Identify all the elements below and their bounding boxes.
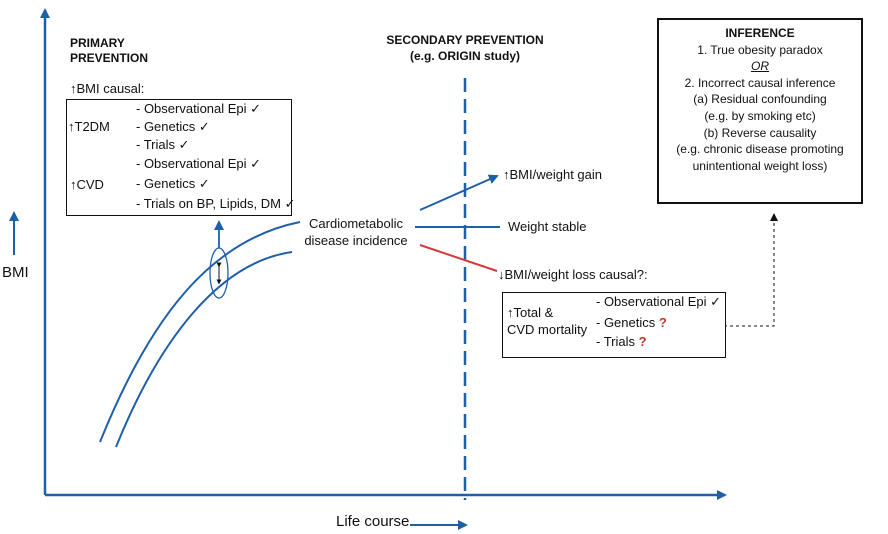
secondary-title: SECONDARY PREVENTION xyxy=(386,33,544,47)
cvd-evidence-trials: - Trials on BP, Lipids, DM ✓ xyxy=(136,196,296,211)
t2dm-evidence-trials: - Trials ✓ xyxy=(136,137,190,152)
inference-line-2: 2. Incorrect causal inference xyxy=(684,75,836,90)
causal-evidence-box xyxy=(66,99,292,216)
cvd-evidence-genetics: - Genetics ✓ xyxy=(136,176,210,191)
cardio-label-line1: Cardiometabolic xyxy=(309,216,403,231)
mortality-evidence-trials-text: - Trials xyxy=(596,334,639,349)
inference-line-3: (a) Residual confounding xyxy=(693,92,827,107)
mortality-label-line1: ↑Total & xyxy=(507,305,554,320)
inference-line-6: (e.g. chronic disease promoting xyxy=(676,142,844,157)
weight-stable-label: Weight stable xyxy=(508,219,587,234)
inference-line-5: (b) Reverse causality xyxy=(703,125,817,140)
bmi-causal-label: ↑BMI causal: xyxy=(70,81,145,96)
trials-question-mark: ? xyxy=(638,334,647,349)
inference-title: INFERENCE xyxy=(725,26,795,40)
t2dm-evidence-genetics: - Genetics ✓ xyxy=(136,119,210,134)
cvd-label: ↑CVD xyxy=(70,177,104,192)
cvd-evidence-observational: - Observational Epi ✓ xyxy=(136,156,262,171)
inference-connector xyxy=(724,213,778,327)
genetics-question-mark: ? xyxy=(658,315,667,330)
weight-gain-label: ↑BMI/weight gain xyxy=(503,167,602,182)
t2dm-evidence-observational: - Observational Epi ✓ xyxy=(136,101,262,116)
mortality-evidence-trials: - Trials ? xyxy=(596,334,647,350)
mortality-label-line2: CVD mortality xyxy=(507,322,588,337)
mortality-evidence-observational: - Observational Epi ✓ xyxy=(596,294,722,310)
mortality-evidence-genetics-text: - Genetics xyxy=(596,315,659,330)
x-axis-label: Life course xyxy=(336,513,410,530)
weight-loss-label: ↓BMI/weight loss causal?: xyxy=(498,267,648,282)
mortality-evidence-observational-text: - Observational Epi ✓ xyxy=(596,294,722,309)
mortality-evidence-genetics: - Genetics ? xyxy=(596,315,667,331)
inference-line-7: unintentional weight loss) xyxy=(692,158,828,173)
t2dm-label: ↑T2DM xyxy=(68,119,110,134)
upper-bmi-curve xyxy=(99,221,301,443)
lower-bmi-curve xyxy=(115,251,293,448)
y-axis-label: BMI xyxy=(2,264,29,281)
inference-line-1: 1. True obesity paradox xyxy=(697,42,823,57)
inference-box: INFERENCE 1. True obesity paradox OR 2. … xyxy=(657,18,863,204)
inference-line-4: (e.g. by smoking etc) xyxy=(704,108,816,123)
weight-gain-line xyxy=(419,174,499,211)
mortality-evidence-box xyxy=(502,292,726,358)
inference-or: OR xyxy=(751,59,769,74)
primary-title-line1: PRIMARY xyxy=(70,36,125,50)
weight-loss-line xyxy=(419,244,498,272)
cardio-label-line2: disease incidence xyxy=(304,233,408,248)
primary-title-line2: PREVENTION xyxy=(70,51,149,65)
secondary-subtitle: (e.g. ORIGIN study) xyxy=(409,49,520,63)
